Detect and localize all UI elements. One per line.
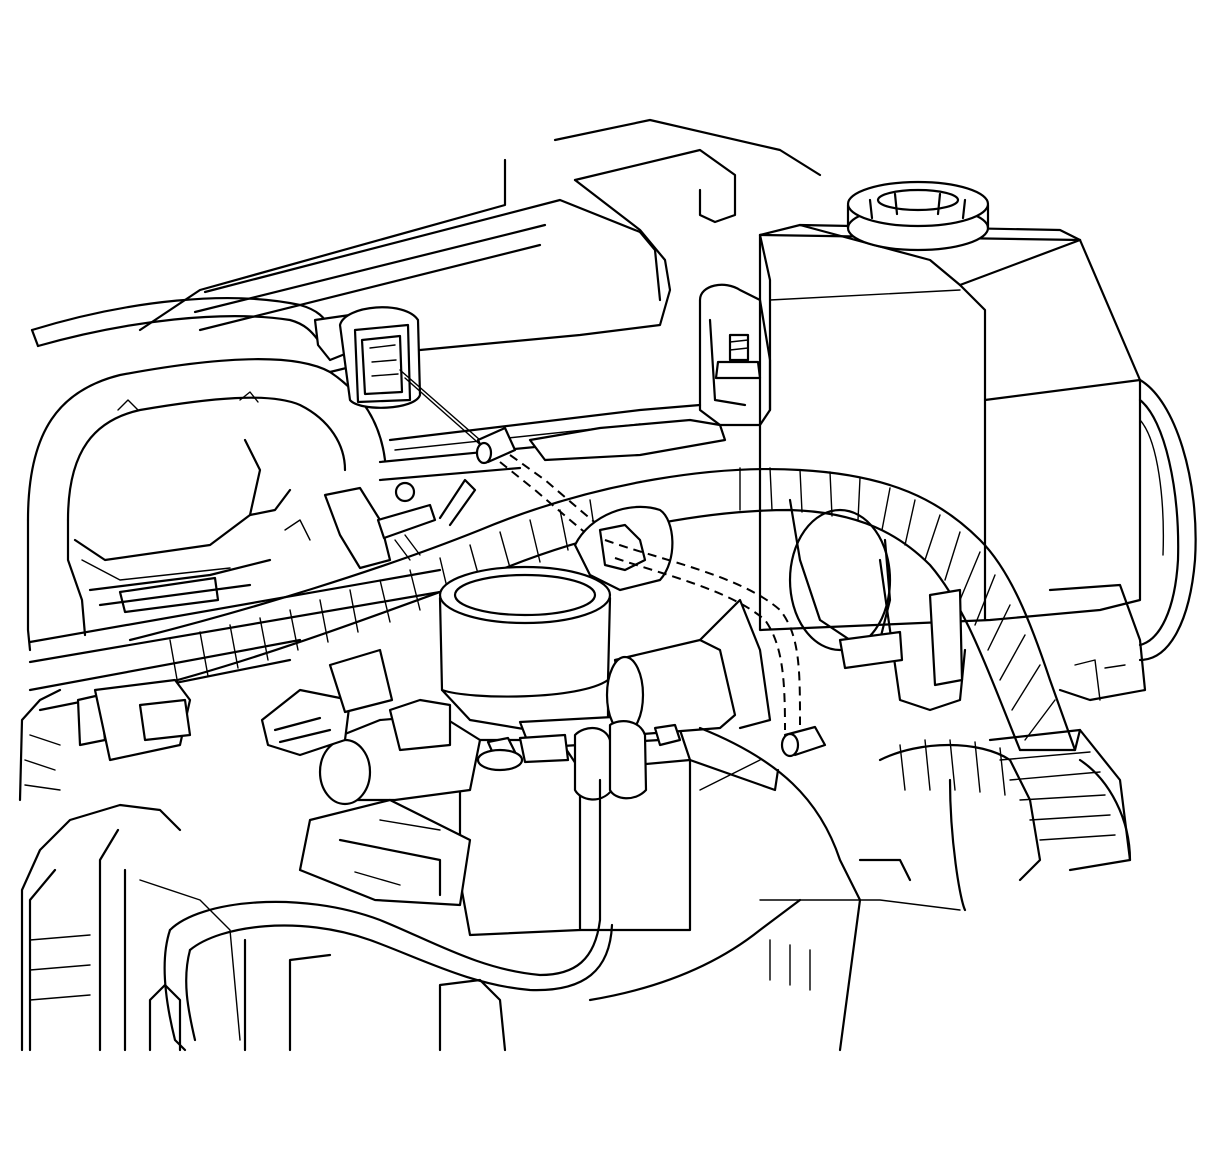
- reservoir-cap: [846, 180, 990, 252]
- mounting-stud: [698, 283, 772, 427]
- vacuum-hose-route: [573, 505, 827, 758]
- throttle-body: [76, 565, 772, 1052]
- support-bracket-left: [73, 438, 311, 614]
- intake-manifold: [18, 688, 507, 1052]
- engine-block-outline: [588, 726, 862, 1052]
- wiring-harness: [128, 467, 1082, 752]
- electrical-connector: [30, 297, 485, 449]
- hose-clip: [323, 478, 477, 570]
- alternator: [759, 498, 1147, 991]
- accessory-pulley: [1138, 378, 1197, 662]
- coolant-reservoir: [758, 223, 1142, 632]
